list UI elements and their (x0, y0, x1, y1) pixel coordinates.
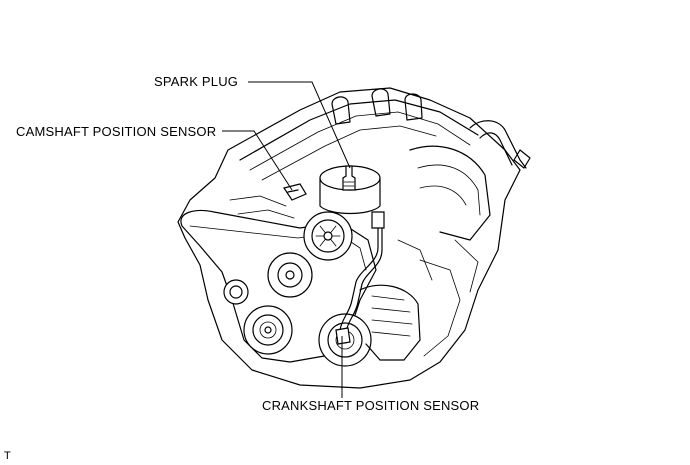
leader-lines (222, 81, 351, 398)
spark-plug-label: SPARK PLUG (154, 74, 239, 89)
spark-plug-leader (248, 81, 351, 169)
camshaft-sensor-leader (222, 130, 293, 191)
corner-mark: T (4, 450, 11, 462)
camshaft-position-sensor-label: CAMSHAFT POSITION SENSOR (16, 124, 217, 139)
crankshaft-position-sensor-label: CRANKSHAFT POSITION SENSOR (262, 398, 480, 413)
engine-illustration (177, 87, 531, 389)
